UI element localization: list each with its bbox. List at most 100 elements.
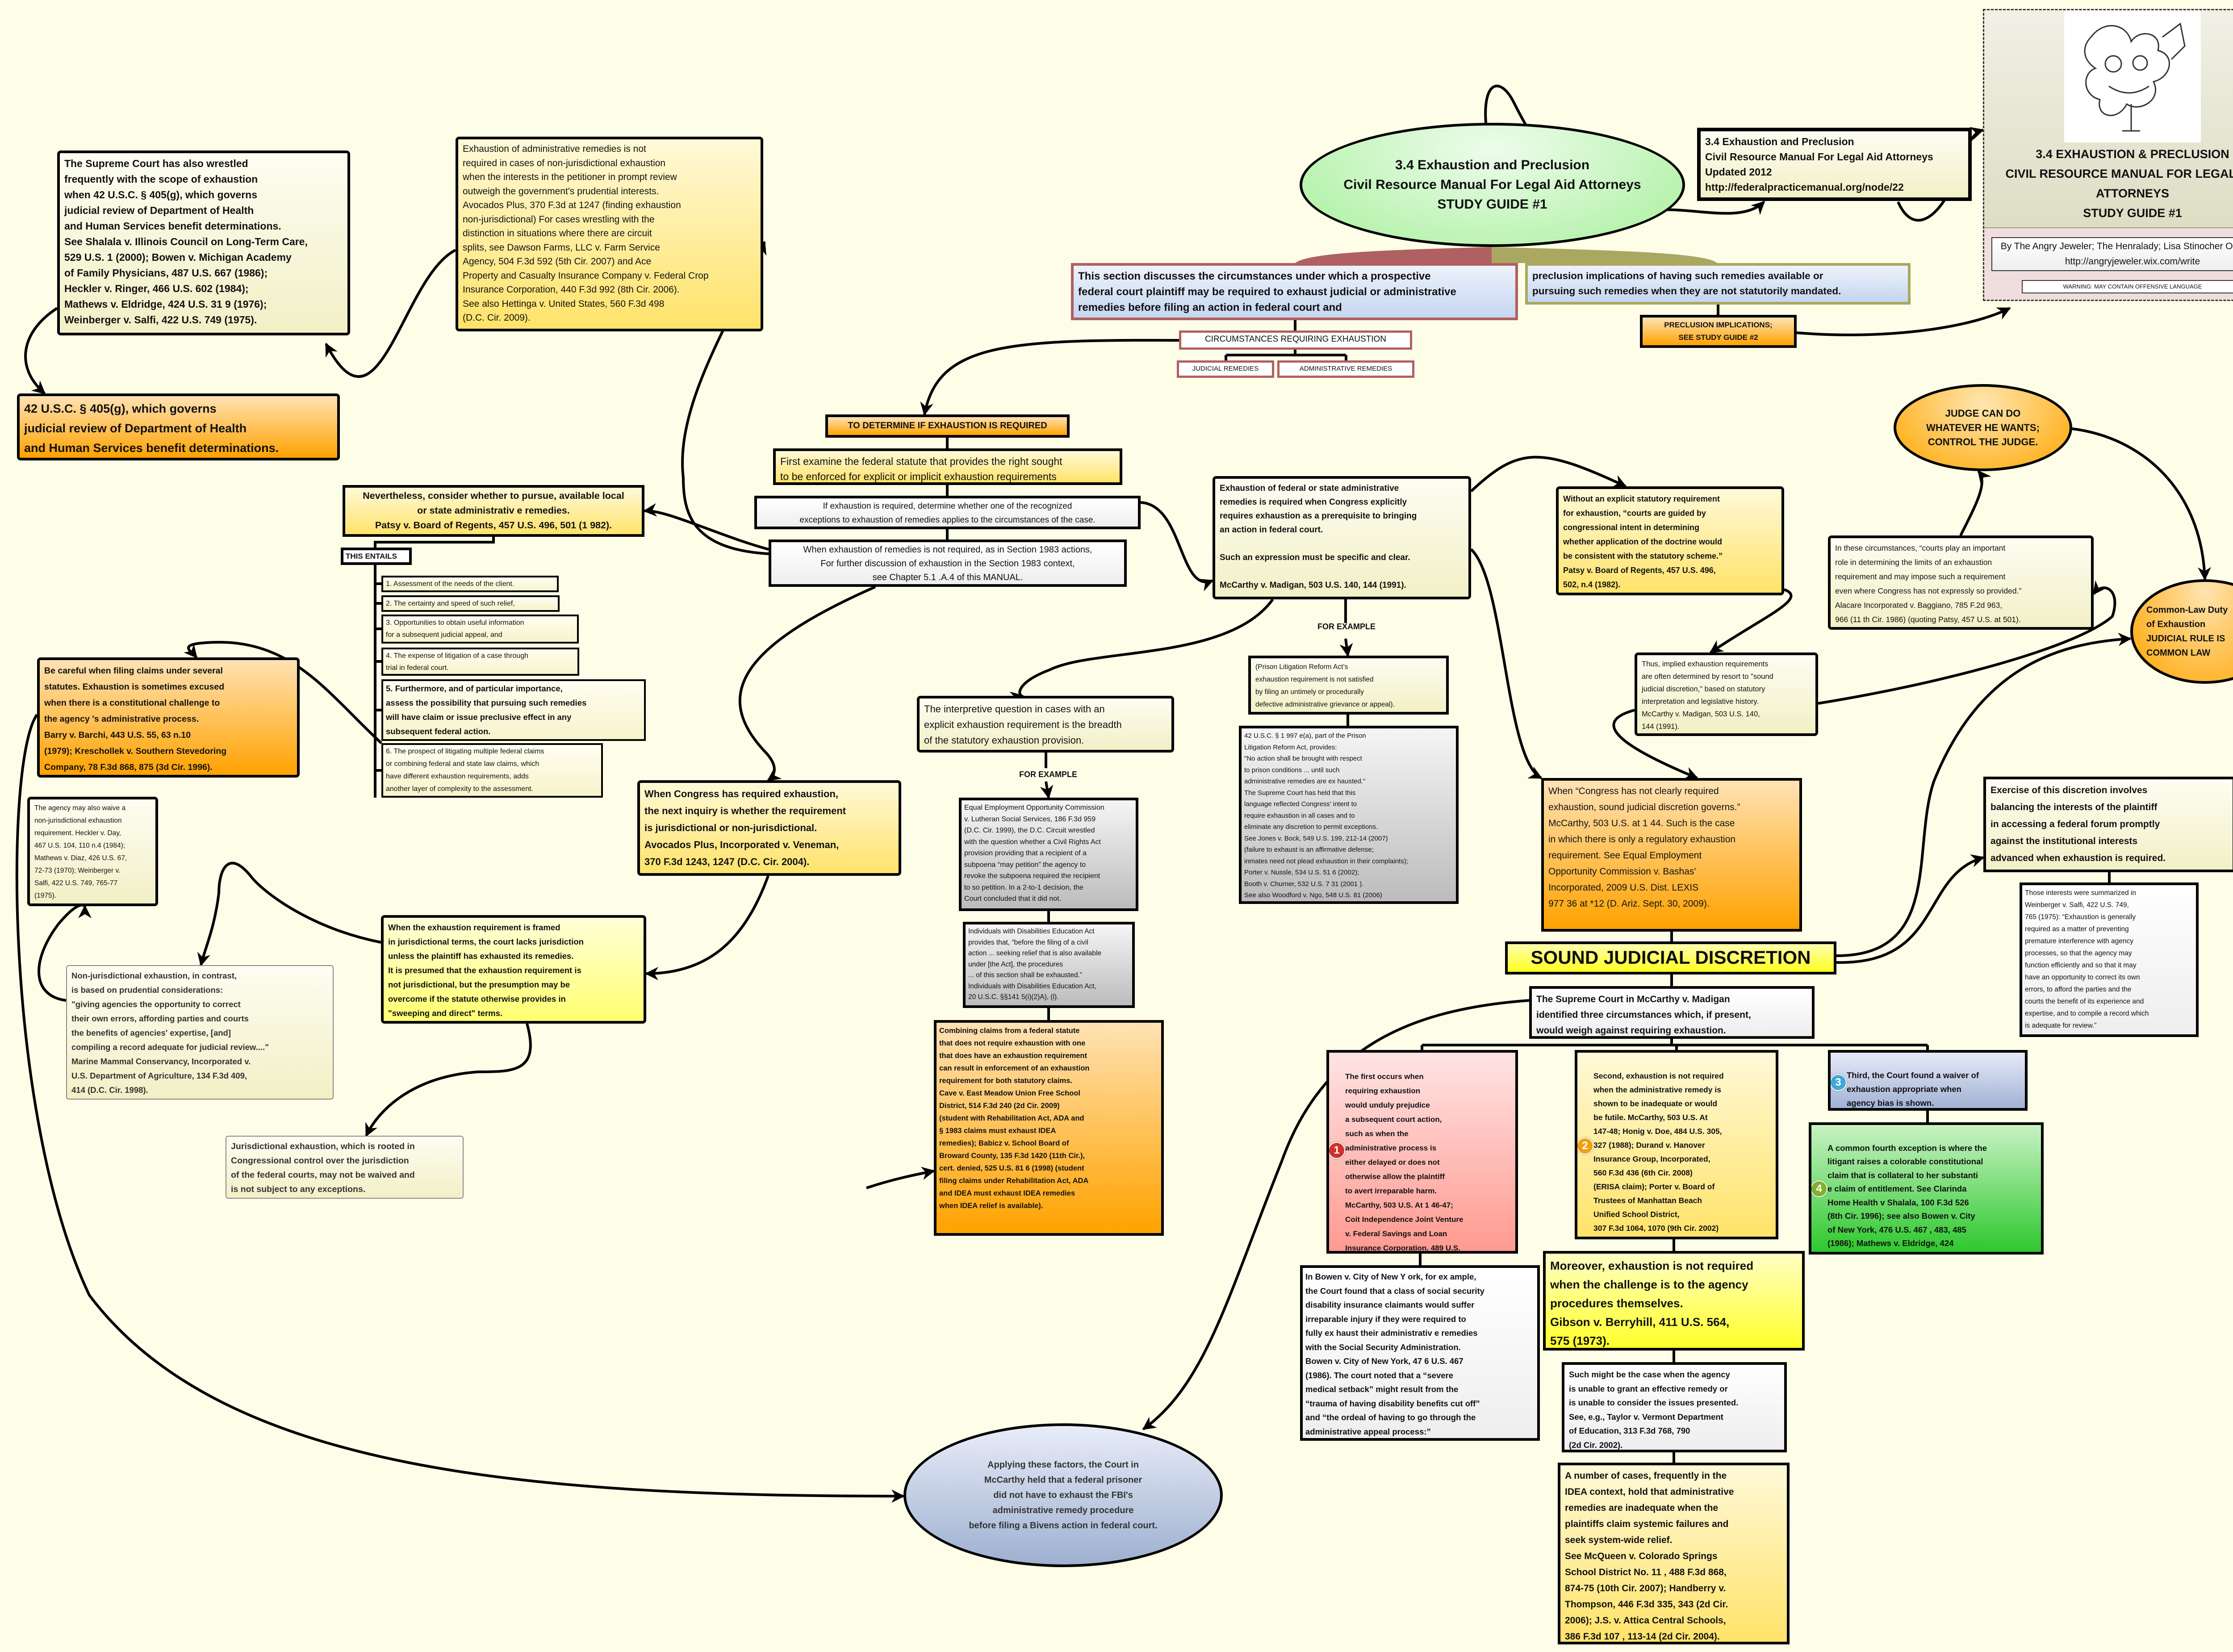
- title-panel: 3.4 EXHAUSTION & PRECLUSION CIVIL RESOUR…: [1983, 9, 2233, 301]
- number-2-icon: 2: [1577, 1138, 1593, 1154]
- link-three-children: [1421, 1039, 1929, 1050]
- circumstances-requiring-exhaustion: CIRCUMSTANCES REQUIRING EXHAUSTION: [1179, 330, 1412, 350]
- link-three-applying: [1142, 999, 1530, 1430]
- link-incirc-judge: [1959, 470, 1991, 536]
- judge-oval: JUDGE CAN DO WHATEVER HE WANTS; CONTROL …: [1894, 384, 2072, 471]
- courts-important-role: In these circumstances, “courts play an …: [1828, 535, 2094, 630]
- usc-1997e-note: 42 U.S.C. § 1 997 e(a), part of the Pris…: [1239, 726, 1459, 904]
- for-example-label: FOR EXAMPLE: [1317, 622, 1376, 631]
- link-care-apply: [15, 714, 905, 1503]
- jurisdictional-terms: When the exhaustion requirement is frame…: [381, 915, 646, 1024]
- link-nev-entails: [374, 537, 495, 798]
- link-thus-incirc: [1818, 580, 2116, 705]
- link-wo-thus: [1709, 588, 1793, 654]
- when-congress-required: When Congress has required exhaustion, t…: [637, 780, 901, 876]
- entails-item: 3. Opportunities to obtain useful inform…: [381, 615, 579, 644]
- those-interests: Those interests were summarized in Weinb…: [2020, 882, 2199, 1037]
- link-judge-cl: [2072, 427, 2212, 581]
- eeoc-example: Equal Employment Opportunity Commission …: [959, 798, 1138, 911]
- for-example-label: FOR EXAMPLE: [1019, 770, 1078, 779]
- nevertheless-local-remedies: Nevertheless, consider whether to pursue…: [343, 485, 644, 537]
- combining-claims: Combining claims from a federal statute …: [934, 1020, 1164, 1236]
- entails-item: 6. The prospect of litigating multiple f…: [381, 743, 603, 798]
- preclusion-implications[interactable]: PRECLUSION IMPLICATIONS; SEE STUDY GUIDE…: [1640, 315, 1797, 348]
- three-circumstances: The Supreme Court in McCarthy v. Madigan…: [1529, 986, 1815, 1039]
- link-explicit-prison: [1346, 599, 1348, 656]
- link-entails-care: [184, 641, 383, 744]
- branch-right: [1492, 247, 1717, 263]
- interpretive-question: The interpretive question in cases with …: [917, 696, 1174, 753]
- cartoon-illustration-icon: [2084, 22, 2186, 132]
- link-thus-nclear: [1612, 709, 1698, 780]
- idea-systemic-cases: A number of cases, frequently in the IDE…: [1558, 1463, 1790, 1644]
- link-sound-exer: [1836, 854, 1985, 964]
- intro-preclusion: preclusion implications of having such r…: [1525, 263, 1911, 305]
- judicial-remedies: JUDICIAL REMEDIES: [1177, 360, 1274, 378]
- link-preclusion-panel: [1796, 307, 2011, 336]
- jurisdictional-exhaustion: Jurisdictional exhaustion, which is root…: [226, 1136, 464, 1199]
- such-might-be-case: Such might be the case when the agency i…: [1562, 1362, 1787, 1452]
- link-when-wcong: [738, 586, 876, 782]
- link-sup-usc: [24, 307, 58, 395]
- first-circumstance-text: The first occurs when requiring exhausti…: [1345, 1072, 1464, 1252]
- link-circ-remedies: [1225, 350, 1347, 360]
- administrative-remedies: ADMINISTRATIVE REMEDIES: [1277, 360, 1414, 378]
- link-explicit-nclear: [1470, 548, 1543, 779]
- supreme-court-405g: The Supreme Court has also wrestled freq…: [57, 151, 350, 335]
- link-sound-cl: [1836, 632, 2132, 957]
- prison-litigation-note: (Prison Litigation Reform Act’s exhausti…: [1248, 656, 1449, 715]
- link-circ-determine: [920, 339, 1179, 416]
- source-info-box: 3.4 Exhaustion and Preclusion Civil Reso…: [1697, 128, 1972, 201]
- usc-405g: 42 U.S.C. § 405(g), which governs judici…: [17, 393, 340, 460]
- link-jterm-nonj: [197, 862, 381, 966]
- admin-remedies-not-required: Exhaustion of administrative remedies is…: [456, 137, 763, 331]
- when-exhaustion-not-required: When exhaustion of remedies is not requi…: [769, 540, 1127, 587]
- number-3-icon: 3: [1831, 1074, 1847, 1091]
- bowen-example: In Bowen v. City of New Y ork, for ex am…: [1300, 1265, 1540, 1441]
- entails-item: 5. Furthermore, and of particular import…: [381, 679, 646, 741]
- second-circumstance-text: Second, exhaustion is not required when …: [1593, 1071, 1724, 1233]
- link-jterm-jroot: [365, 1023, 532, 1137]
- applying-factors-oval: Applying these factors, the Court in McC…: [903, 1423, 1223, 1567]
- link-if-explicit: [1140, 501, 1214, 591]
- warning-label: WARNING: MAY CONTAIN OFFENSIVE LANGUAGE: [2022, 280, 2233, 293]
- entails-item: 2. The certainty and speed of such relie…: [381, 595, 560, 612]
- central-topic[interactable]: 3.4 Exhaustion and Preclusion Civil Reso…: [1300, 123, 1685, 247]
- title-panel-heading: 3.4 EXHAUSTION & PRECLUSION CIVIL RESOUR…: [2005, 147, 2233, 220]
- link-interp-eeoc: [1046, 753, 1049, 798]
- non-jurisdictional-exhaustion: Non-jurisdictional exhaustion, in contra…: [66, 965, 334, 1100]
- link-wcong-jterm: [645, 875, 769, 980]
- fourth-exception-text: A common fourth exception is where the l…: [1827, 1143, 1987, 1248]
- congress-not-clearly-required: When “Congress has not clearly required …: [1541, 778, 1802, 932]
- entails-item: 1. Assessment of the needs of the client…: [381, 576, 559, 592]
- sound-judicial-discretion: SOUND JUDICIAL DISCRETION: [1505, 941, 1836, 974]
- author-credit[interactable]: By The Angry Jeweler; The Henralady; Lis…: [1991, 237, 2233, 271]
- implied-requirements: Thus, implied exhaustion requirements ar…: [1635, 652, 1818, 736]
- exercise-of-discretion: Exercise of this discretion involves bal…: [1983, 777, 2233, 872]
- link-explicit-wo: [1470, 456, 1627, 493]
- link-when-nev2: [643, 503, 769, 551]
- without-explicit-requirement: Without an explicit statutory requiremen…: [1556, 486, 1784, 595]
- to-determine-heading: TO DETERMINE IF EXHAUSTION IS REQUIRED: [825, 414, 1070, 438]
- illustration-image: [2064, 10, 2201, 142]
- first-examine-statute: First examine the federal statute that p…: [773, 448, 1122, 485]
- explicit-exhaustion: Exhaustion of federal or state administr…: [1213, 476, 1471, 599]
- branch-left: [1295, 247, 1492, 263]
- be-careful-note: Be careful when filing claims under seve…: [37, 657, 300, 778]
- link-explicit-interp: [1009, 598, 1274, 705]
- title-panel-header: 3.4 EXHAUSTION & PRECLUSION CIVIL RESOUR…: [1984, 10, 2233, 228]
- third-circumstance-text: Third, the Court found a waiver of exhau…: [1847, 1071, 1979, 1108]
- intro-circumstances: This section discusses the circumstances…: [1071, 263, 1518, 320]
- link-adm-sup: [325, 249, 456, 378]
- idea-example: Individuals with Disabilities Education …: [963, 922, 1135, 1008]
- number-4-icon: 4: [1811, 1180, 1827, 1197]
- link-combining-arrow: [866, 1167, 935, 1189]
- number-1-icon: 1: [1329, 1142, 1345, 1159]
- agency-waive-note: The agency may also waive a non-jurisdic…: [27, 797, 158, 906]
